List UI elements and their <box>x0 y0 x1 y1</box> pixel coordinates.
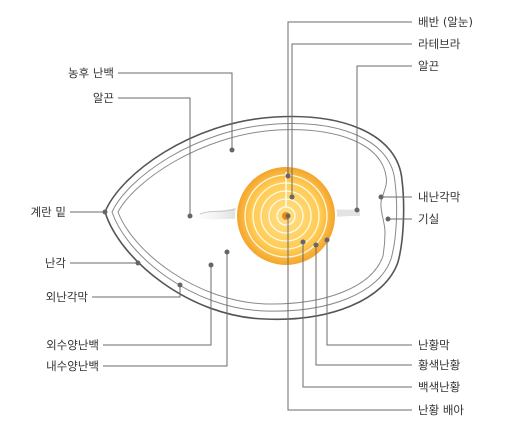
label-shell: 난각 <box>45 256 67 270</box>
label-air-cell: 기실 <box>418 212 439 226</box>
leader-dots <box>102 147 391 288</box>
label-blunt-end: 계란 밑 <box>31 205 66 219</box>
inner-shell-membrane <box>117 129 387 305</box>
label-chalaza-left: 알끈 <box>93 91 114 105</box>
label-inner-membrane: 내난각막 <box>418 190 461 204</box>
leader-lines <box>70 21 412 411</box>
label-inner-thin-albumen: 내수양난백 <box>46 359 99 373</box>
label-outer-thin-albumen: 외수양난백 <box>46 338 99 352</box>
label-yellow-yolk: 황색난황 <box>418 358 461 372</box>
label-germinal-disc: 배반 (알눈) <box>418 15 473 29</box>
label-vitelline-membrane: 난황막 <box>418 338 450 352</box>
outer-shell-membrane <box>111 123 398 312</box>
label-latebra: 라테브라 <box>418 37 461 51</box>
label-chalaza-right: 알끈 <box>418 59 439 73</box>
chalaza-left-shape <box>190 207 240 220</box>
label-white-yolk: 백색난황 <box>418 380 461 394</box>
label-outer-membrane: 외난각막 <box>46 290 89 304</box>
label-embryo-yolk: 난황 배아 <box>418 403 464 417</box>
label-thick-albumen: 농후 난백 <box>68 66 114 80</box>
